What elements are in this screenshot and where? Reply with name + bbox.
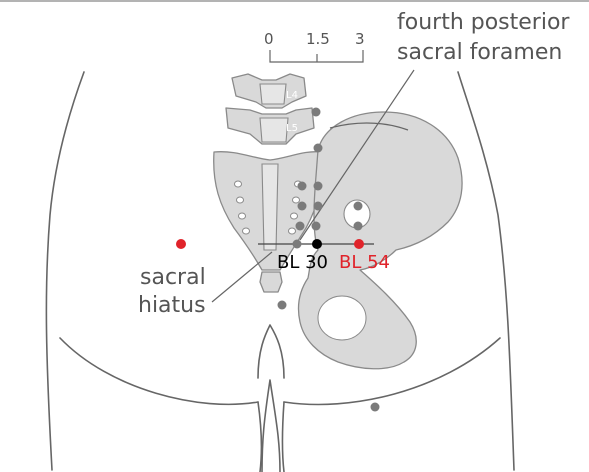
- bl30-point: [312, 239, 322, 249]
- neighbor-point: [312, 222, 321, 231]
- sacral-foramen-left-4: [243, 228, 250, 234]
- sacral-foramen-right-2: [293, 197, 300, 203]
- scale-tick-3: 3: [355, 30, 365, 48]
- hiatus-label-line1: sacral: [140, 265, 206, 290]
- neighbor-point: [314, 182, 323, 191]
- left-flank: [46, 72, 84, 470]
- neighbor-point: [312, 108, 321, 117]
- neighbor-point: [314, 202, 323, 211]
- neighbor-point: [371, 403, 380, 412]
- sacral-foramen-right-4: [289, 228, 296, 234]
- neighbor-point: [296, 222, 305, 231]
- foramen-label-line2: sacral foramen: [397, 40, 562, 65]
- sacral-foramen-left-1: [235, 181, 242, 187]
- neighbor-point: [354, 202, 363, 211]
- bl54-label: BL 54: [339, 252, 390, 273]
- right-hip-bone: [298, 112, 462, 369]
- gluteal-cleft-outer: [258, 325, 284, 378]
- sacral-foramen-left-3: [239, 213, 246, 219]
- neighbor-point: [298, 202, 307, 211]
- bl54-point: [354, 239, 364, 249]
- scale-bar: 0 1.5 3: [264, 30, 365, 62]
- sacral-crest: [262, 164, 278, 250]
- coccyx: [260, 272, 282, 292]
- right-flank: [458, 72, 514, 470]
- vertebra-l5-process: [260, 118, 288, 142]
- neighbor-point: [293, 240, 302, 249]
- vertebra-l4-label: L4: [286, 90, 298, 101]
- lumbar-vertebrae: L4 L5: [226, 74, 314, 144]
- scale-bracket: [270, 50, 363, 62]
- foramen-label-line1: fourth posterior: [397, 10, 570, 35]
- obturator-foramen: [318, 296, 366, 340]
- neighbor-point: [298, 182, 307, 191]
- neighbor-point: [278, 301, 287, 310]
- left-red-point: [176, 239, 186, 249]
- scale-tick-0: 0: [264, 30, 274, 48]
- right-inner-thigh: [283, 402, 285, 472]
- vertebra-l4-process: [260, 84, 286, 104]
- neighbor-point: [314, 144, 323, 153]
- sacral-foramen-left-2: [237, 197, 244, 203]
- scale-tick-1-5: 1.5: [306, 30, 330, 48]
- neighbor-point: [354, 222, 363, 231]
- left-buttock-fold: [60, 338, 258, 404]
- sacral-foramen-right-3: [291, 213, 298, 219]
- vertebra-l5-label: L5: [286, 123, 298, 134]
- gluteal-cleft-inner: [262, 380, 280, 472]
- left-inner-thigh: [258, 402, 261, 472]
- hiatus-label-line2: hiatus: [138, 293, 206, 318]
- bl30-label: BL 30: [277, 252, 328, 273]
